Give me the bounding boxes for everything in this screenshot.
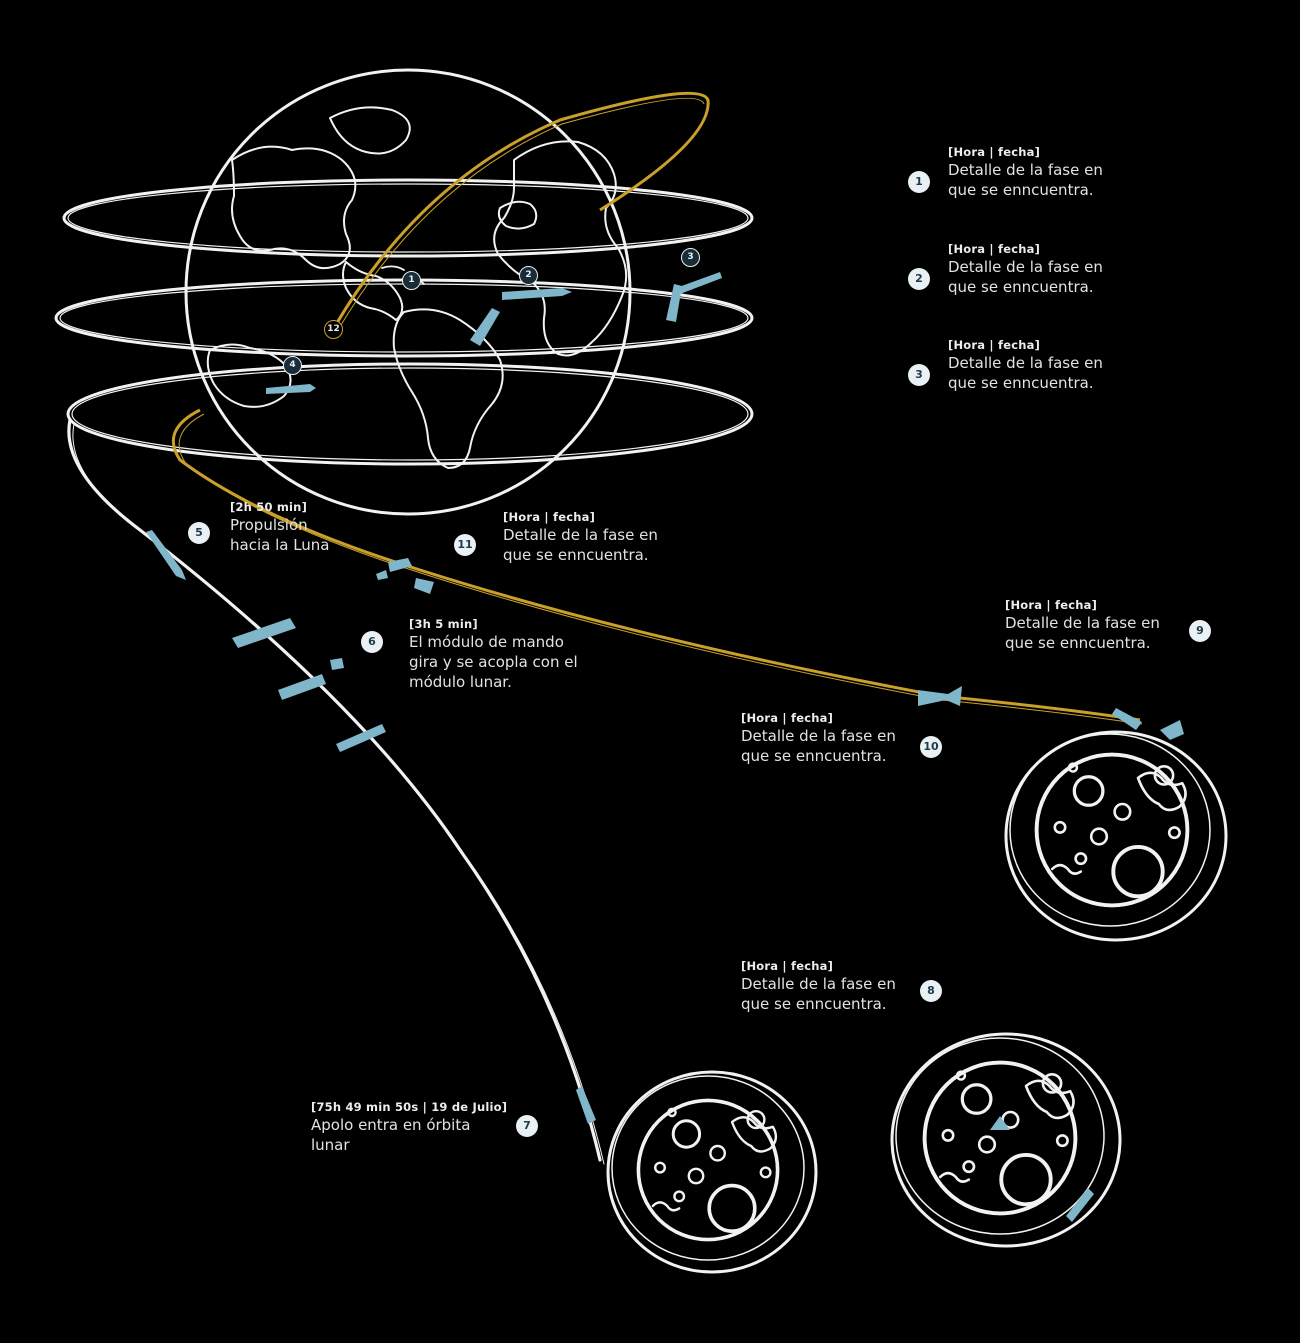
phase-9-badge: 9 bbox=[1189, 620, 1211, 642]
rocket-silhouette bbox=[1160, 720, 1184, 740]
rocket-silhouette bbox=[666, 284, 682, 322]
rocket-silhouette bbox=[232, 618, 296, 648]
earth-marker-3: 3 bbox=[681, 248, 700, 267]
phase-8-desc: Detalle de la fase en que se enncuentra. bbox=[741, 975, 896, 1013]
phase-10-badge: 10 bbox=[920, 736, 942, 758]
rocket-silhouette bbox=[918, 686, 962, 706]
legend-badge-2: 2 bbox=[908, 268, 930, 290]
phase-6-time: [3h 5 min] bbox=[409, 617, 478, 631]
phase-8-badge: 8 bbox=[920, 980, 942, 1002]
moon-7-orbit-inner bbox=[611, 1075, 805, 1261]
phase-5-badge: 5 bbox=[188, 522, 210, 544]
moon-8-orbit-outer bbox=[890, 1032, 1122, 1248]
gold-return-path bbox=[171, 408, 1141, 722]
earth-marker-2: 2 bbox=[519, 266, 538, 285]
earth-marker-12: 12 bbox=[324, 320, 343, 339]
rocket-silhouette bbox=[576, 1086, 596, 1124]
moon-9-orbit-inner bbox=[1009, 733, 1211, 927]
earth-orbit-1 bbox=[62, 178, 754, 258]
phase-6-badge: 6 bbox=[361, 631, 383, 653]
phase-11-desc: Detalle de la fase en que se enncuentra. bbox=[503, 526, 658, 564]
earth-orbit-2 bbox=[54, 278, 754, 358]
legend-item-2-desc: Detalle de la fase en que se enncuentra. bbox=[948, 258, 1103, 296]
phase-9-desc: Detalle de la fase en que se enncuentra. bbox=[1005, 614, 1160, 652]
gold-earth-loop-inner bbox=[337, 97, 705, 331]
legend-item-1-time: [Hora | fecha] bbox=[948, 145, 1041, 159]
phase-6-desc: El módulo de mando gira y se acopla con … bbox=[409, 633, 578, 691]
moon-8 bbox=[890, 1032, 1122, 1248]
rocket-silhouette bbox=[1066, 1188, 1094, 1222]
phase-10-time: [Hora | fecha] bbox=[741, 711, 834, 725]
phase-5-time: [2h 50 min] bbox=[230, 500, 308, 514]
rocket-silhouette bbox=[376, 570, 388, 580]
central-america-outline bbox=[342, 261, 404, 321]
legend-item-2: [Hora | fecha] Detalle de la fase en que… bbox=[948, 242, 1103, 297]
moon-7-surface bbox=[636, 1098, 780, 1242]
legend-item-2-time: [Hora | fecha] bbox=[948, 242, 1041, 256]
translunar-path-inner bbox=[72, 423, 605, 1165]
gold-return-path-inner bbox=[178, 413, 1143, 725]
legend-item-3: [Hora | fecha] Detalle de la fase en que… bbox=[948, 338, 1103, 393]
gold-trajectory bbox=[171, 91, 1143, 725]
rocket-silhouette bbox=[990, 1116, 1010, 1130]
greenland-outline bbox=[329, 106, 411, 155]
phase-8-label: [Hora | fecha] Detalle de la fase en que… bbox=[741, 959, 896, 1014]
rocket-silhouette bbox=[414, 578, 434, 594]
phase-9-time: [Hora | fecha] bbox=[1005, 598, 1098, 612]
phase-8-time: [Hora | fecha] bbox=[741, 959, 834, 973]
iberia-outline bbox=[497, 200, 538, 230]
moon-8-orbit-inner bbox=[895, 1037, 1105, 1235]
earth-orbit-3-inner bbox=[71, 367, 749, 461]
rocket-silhouette bbox=[336, 724, 386, 752]
moon-9-orbit-outer bbox=[1004, 730, 1228, 942]
rocket-silhouette bbox=[676, 272, 722, 294]
phase-10-label: [Hora | fecha] Detalle de la fase en que… bbox=[741, 711, 896, 766]
rocket-silhouette bbox=[146, 530, 186, 580]
phase-7-time: [75h 49 min 50s | 19 de Julio] bbox=[311, 1100, 508, 1114]
legend-badge-1: 1 bbox=[908, 171, 930, 193]
rocket-silhouette bbox=[502, 288, 572, 300]
phase-9-label: [Hora | fecha] Detalle de la fase en que… bbox=[1005, 598, 1160, 653]
gold-earth-loop bbox=[332, 91, 710, 329]
phase-5-label: [2h 50 min] Propulsión hacia la Luna bbox=[230, 500, 330, 555]
earth-orbits bbox=[54, 178, 754, 466]
moon-7 bbox=[606, 1070, 818, 1274]
legend-item-3-desc: Detalle de la fase en que se enncuentra. bbox=[948, 354, 1103, 392]
phase-6-label: [3h 5 min] El módulo de mando gira y se … bbox=[409, 617, 578, 692]
rocket-silhouette bbox=[470, 308, 500, 346]
moon-8-surface bbox=[922, 1060, 1078, 1216]
spacecraft-group bbox=[146, 272, 1184, 1222]
phase-7-label: [75h 49 min 50s | 19 de Julio] Apolo ent… bbox=[311, 1100, 507, 1155]
phase-11-badge: 11 bbox=[454, 534, 476, 556]
phase-11-label: [Hora | fecha] Detalle de la fase en que… bbox=[503, 510, 658, 565]
phase-7-badge: 7 bbox=[516, 1115, 538, 1137]
moon-9-surface bbox=[1034, 752, 1190, 908]
earth-orbit-1-inner bbox=[67, 183, 749, 253]
rocket-silhouette bbox=[278, 674, 326, 700]
rocket-silhouette bbox=[266, 384, 316, 394]
legend-item-1: [Hora | fecha] Detalle de la fase en que… bbox=[948, 145, 1103, 200]
phase-11-time: [Hora | fecha] bbox=[503, 510, 596, 524]
earth-orbit-3 bbox=[66, 362, 754, 466]
legend-item-1-desc: Detalle de la fase en que se enncuentra. bbox=[948, 161, 1103, 199]
moon-9 bbox=[1004, 730, 1228, 942]
phase-7-desc: Apolo entra en órbita lunar bbox=[311, 1116, 471, 1154]
north-america-outline bbox=[231, 145, 357, 270]
legend-badge-3: 3 bbox=[908, 364, 930, 386]
rocket-silhouette bbox=[1112, 708, 1142, 730]
phase-5-desc: Propulsión hacia la Luna bbox=[230, 516, 330, 554]
rocket-silhouette bbox=[388, 558, 412, 572]
rocket-silhouette bbox=[330, 658, 344, 670]
earth-orbit-2-inner bbox=[59, 283, 749, 353]
legend-item-3-time: [Hora | fecha] bbox=[948, 338, 1041, 352]
earth-marker-1: 1 bbox=[402, 271, 421, 290]
phase-10-desc: Detalle de la fase en que se enncuentra. bbox=[741, 727, 896, 765]
moon-7-orbit-outer bbox=[606, 1070, 818, 1274]
earth-marker-4: 4 bbox=[283, 356, 302, 375]
